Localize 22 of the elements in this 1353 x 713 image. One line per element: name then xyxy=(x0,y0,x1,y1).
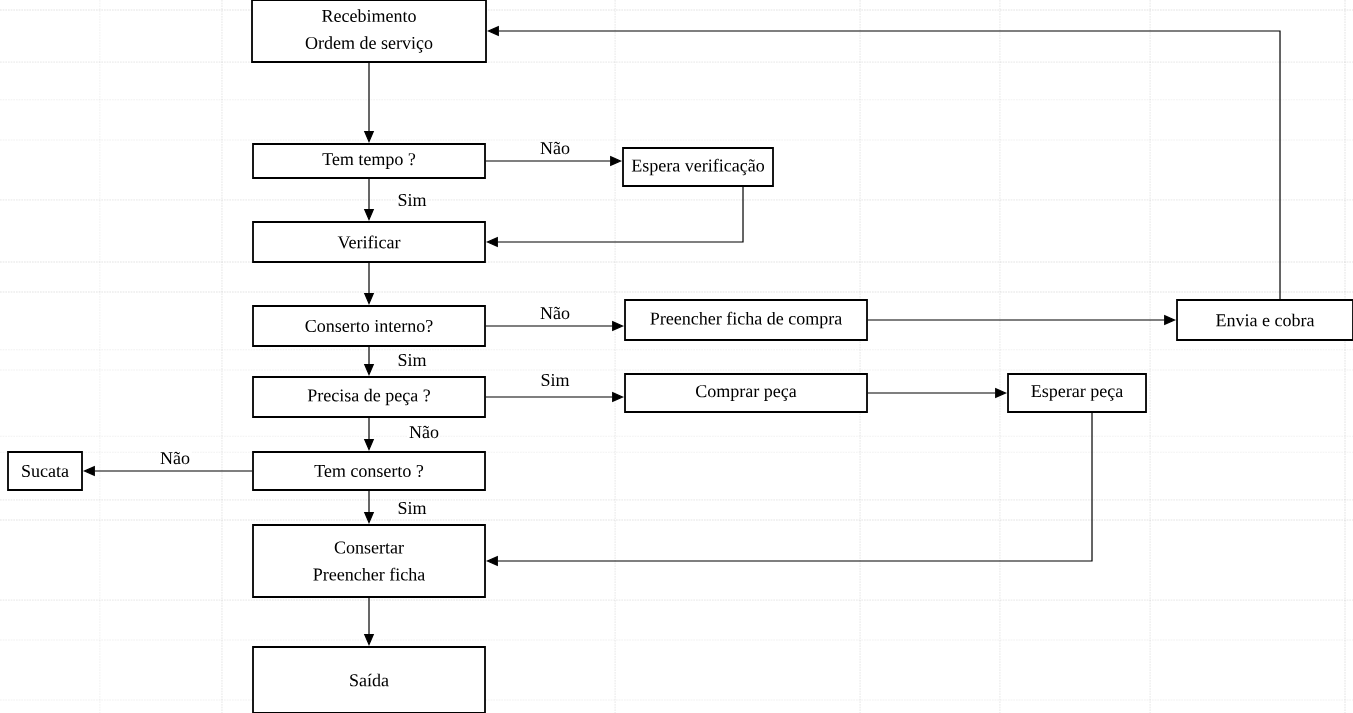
process-box: Sucata xyxy=(7,451,83,491)
process-box: Espera verificação xyxy=(622,147,774,187)
edge-label: Sim xyxy=(539,372,571,388)
process-box: Recebimento Ordem de serviço xyxy=(251,0,487,63)
edge-label: Sim xyxy=(396,192,428,208)
process-box: Tem tempo ? xyxy=(252,143,486,179)
process-box: Verificar xyxy=(252,221,486,263)
process-box: Saída xyxy=(252,646,486,713)
process-box: Conserto interno? xyxy=(252,305,486,347)
edge-label: Sim xyxy=(396,500,428,516)
edge-label: Não xyxy=(539,305,571,321)
edge-label: Não xyxy=(539,140,571,156)
process-box: Preencher ficha de compra xyxy=(624,299,868,341)
process-box: Envia e cobra xyxy=(1176,299,1353,341)
process-box: Comprar peça xyxy=(624,373,868,413)
edge-label: Sim xyxy=(396,352,428,368)
edge-label: Não xyxy=(159,450,191,466)
process-box: Consertar Preencher ficha xyxy=(252,524,486,598)
process-box: Precisa de peça ? xyxy=(252,376,486,418)
process-box: Tem conserto ? xyxy=(252,451,486,491)
edge-label: Não xyxy=(408,424,440,440)
process-box: Esperar peça xyxy=(1007,373,1147,413)
